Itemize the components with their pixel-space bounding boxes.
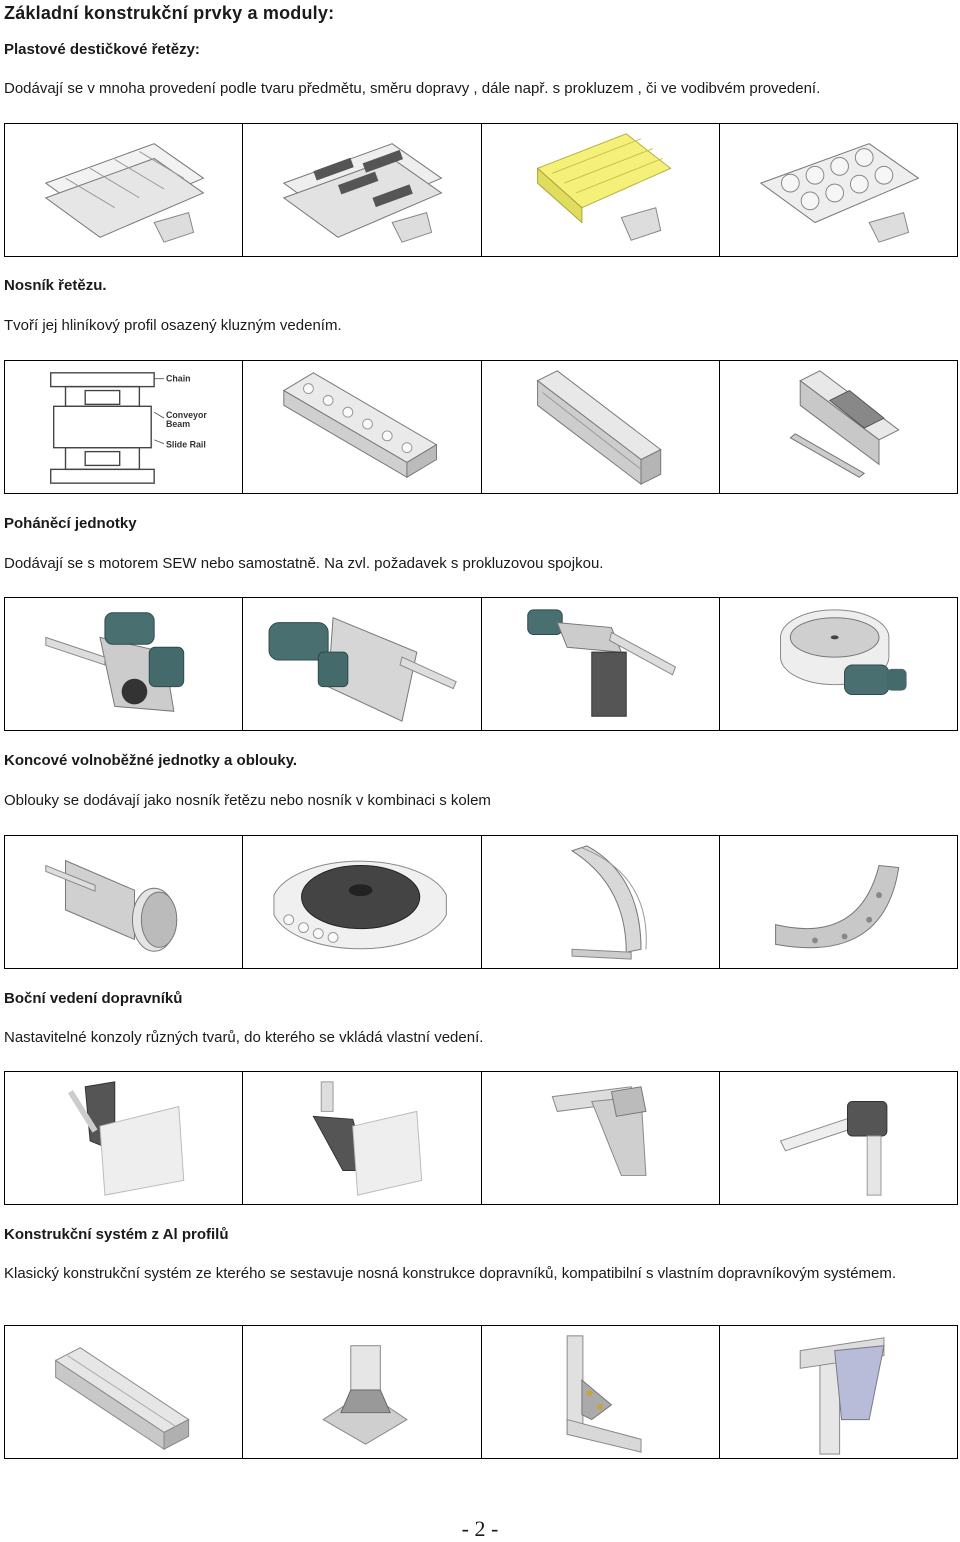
image-idler-end-unit	[5, 836, 244, 968]
image-wheel-bend	[243, 836, 482, 968]
image-plate-chain-yellow-top	[482, 124, 720, 256]
image-drive-unit-wheel-bend	[720, 598, 957, 730]
image-chain-beam-cross-section: Chain Conveyor Beam Slide Rail	[5, 361, 244, 493]
image-angle-bracket-plate	[720, 1326, 957, 1458]
image-row-drive-units	[4, 597, 958, 731]
image-plate-chain-plain	[5, 124, 244, 256]
section-text-chain-beam: Tvoří jej hliníkový profil osazený kluzn…	[4, 317, 342, 334]
image-row-idler-units	[4, 835, 958, 969]
image-drive-unit-plate-motor	[243, 598, 482, 730]
section-text-side-guides: Nastavitelné konzoly různých tvarů, do k…	[4, 1029, 484, 1046]
section-text-plate-chains: Dodávají se v mnoha provedení podle tvar…	[4, 80, 821, 97]
section-heading-chain-beam: Nosník řetězu.	[4, 277, 107, 294]
section-heading-plate-chains: Plastové destičkové řetězy:	[4, 41, 200, 58]
section-text-idler-units: Oblouky se dodávají jako nosník řetězu n…	[4, 792, 491, 809]
image-guide-bracket-fixed	[482, 1072, 720, 1204]
image-plate-chain-with-rollers	[720, 124, 957, 256]
image-plain-bend-horizontal	[482, 836, 720, 968]
image-row-plate-chains	[4, 123, 958, 257]
image-row-chain-beam: Chain Conveyor Beam Slide Rail	[4, 360, 958, 494]
section-text-al-profiles: Klasický konstrukční systém ze kterého s…	[4, 1265, 897, 1282]
section-text-drive-units: Dodávají se s motorem SEW nebo samostatn…	[4, 555, 604, 572]
image-beam-connector	[720, 361, 957, 493]
image-guide-bracket-tube	[720, 1072, 957, 1204]
image-aluminium-profile	[5, 1326, 244, 1458]
image-drive-unit-side-motor	[5, 598, 244, 730]
image-corner-connection	[482, 1326, 720, 1458]
image-guide-bracket-arm	[243, 1072, 482, 1204]
section-heading-al-profiles: Konstrukční systém z Al profilů	[4, 1226, 229, 1243]
section-heading-drive-units: Poháněcí jednotky	[4, 515, 137, 532]
image-beam-with-chain	[243, 361, 482, 493]
image-vertical-bend	[720, 836, 957, 968]
image-plate-chain-with-grip-inserts	[243, 124, 482, 256]
section-heading-side-guides: Boční vedení dopravníků	[4, 990, 183, 1007]
page-number: - 2 -	[461, 1516, 499, 1541]
label-chain: Chain	[166, 374, 191, 384]
image-row-al-profiles	[4, 1325, 958, 1459]
label-beam: Beam	[166, 419, 190, 429]
section-heading-idler-units: Koncové volnoběžné jednotky a oblouky.	[4, 752, 298, 769]
image-aluminium-profile-beam	[482, 361, 720, 493]
page-title: Základní konstrukční prvky a moduly:	[4, 3, 335, 23]
image-row-side-guides	[4, 1071, 958, 1205]
image-drive-unit-vertical	[482, 598, 720, 730]
image-guide-bracket-clamp	[5, 1072, 244, 1204]
label-slide-rail: Slide Rail	[166, 440, 206, 450]
label-conveyor: Conveyor	[166, 410, 207, 420]
image-profile-foot	[243, 1326, 482, 1458]
